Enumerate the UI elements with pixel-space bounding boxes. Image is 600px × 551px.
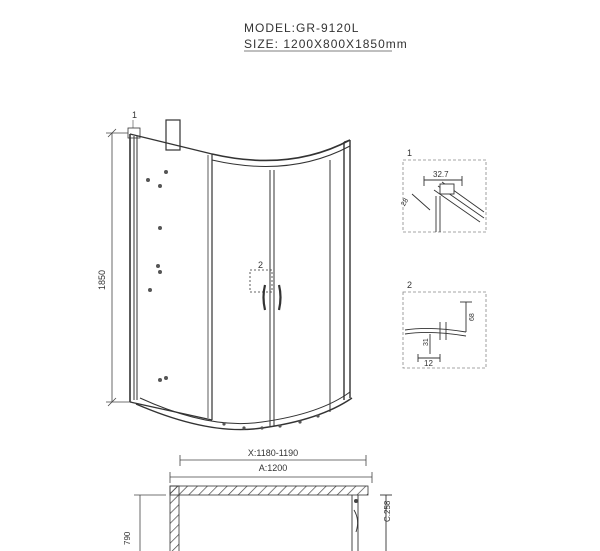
callout-1-label: 1 bbox=[132, 110, 137, 120]
top-bracket bbox=[165, 119, 181, 151]
detail-1-dim-top: 32.7 bbox=[433, 170, 449, 179]
side-wall bbox=[169, 485, 180, 551]
plan-view: X:1180-1190 A:1200 C:258 790 bbox=[123, 448, 392, 551]
detail-2-label: 2 bbox=[407, 280, 412, 290]
left-handle bbox=[262, 284, 267, 311]
callout-2-label: 2 bbox=[258, 260, 263, 270]
height-dimension bbox=[106, 128, 132, 407]
back-wall bbox=[169, 485, 369, 496]
shower-enclosure-elevation bbox=[127, 119, 353, 431]
callout-2-box bbox=[249, 269, 273, 293]
right-handle bbox=[277, 284, 282, 311]
model-title: MODEL:GR-9120L bbox=[244, 21, 360, 35]
detail-2-dim-bottom: 12 bbox=[424, 359, 433, 368]
height-dim-label: 1850 bbox=[97, 270, 107, 290]
detail-2-dim-right: 68 bbox=[469, 313, 476, 321]
plan-dim-a: A:1200 bbox=[259, 463, 288, 473]
detail-1: 1 32.7 28 bbox=[400, 148, 487, 233]
size-title: SIZE: 1200X800X1850mm bbox=[244, 37, 408, 51]
plan-dim-right: C:258 bbox=[383, 500, 392, 522]
detail-1-label: 1 bbox=[407, 148, 412, 158]
detail-2: 2 68 31 12 bbox=[402, 280, 487, 369]
detail-1-dim-side: 28 bbox=[400, 197, 410, 207]
fittings-dots bbox=[146, 170, 320, 430]
plan-dim-x: X:1180-1190 bbox=[248, 448, 298, 458]
detail-2-dim-left: 31 bbox=[423, 338, 430, 346]
plan-dim-left: 790 bbox=[123, 531, 132, 545]
